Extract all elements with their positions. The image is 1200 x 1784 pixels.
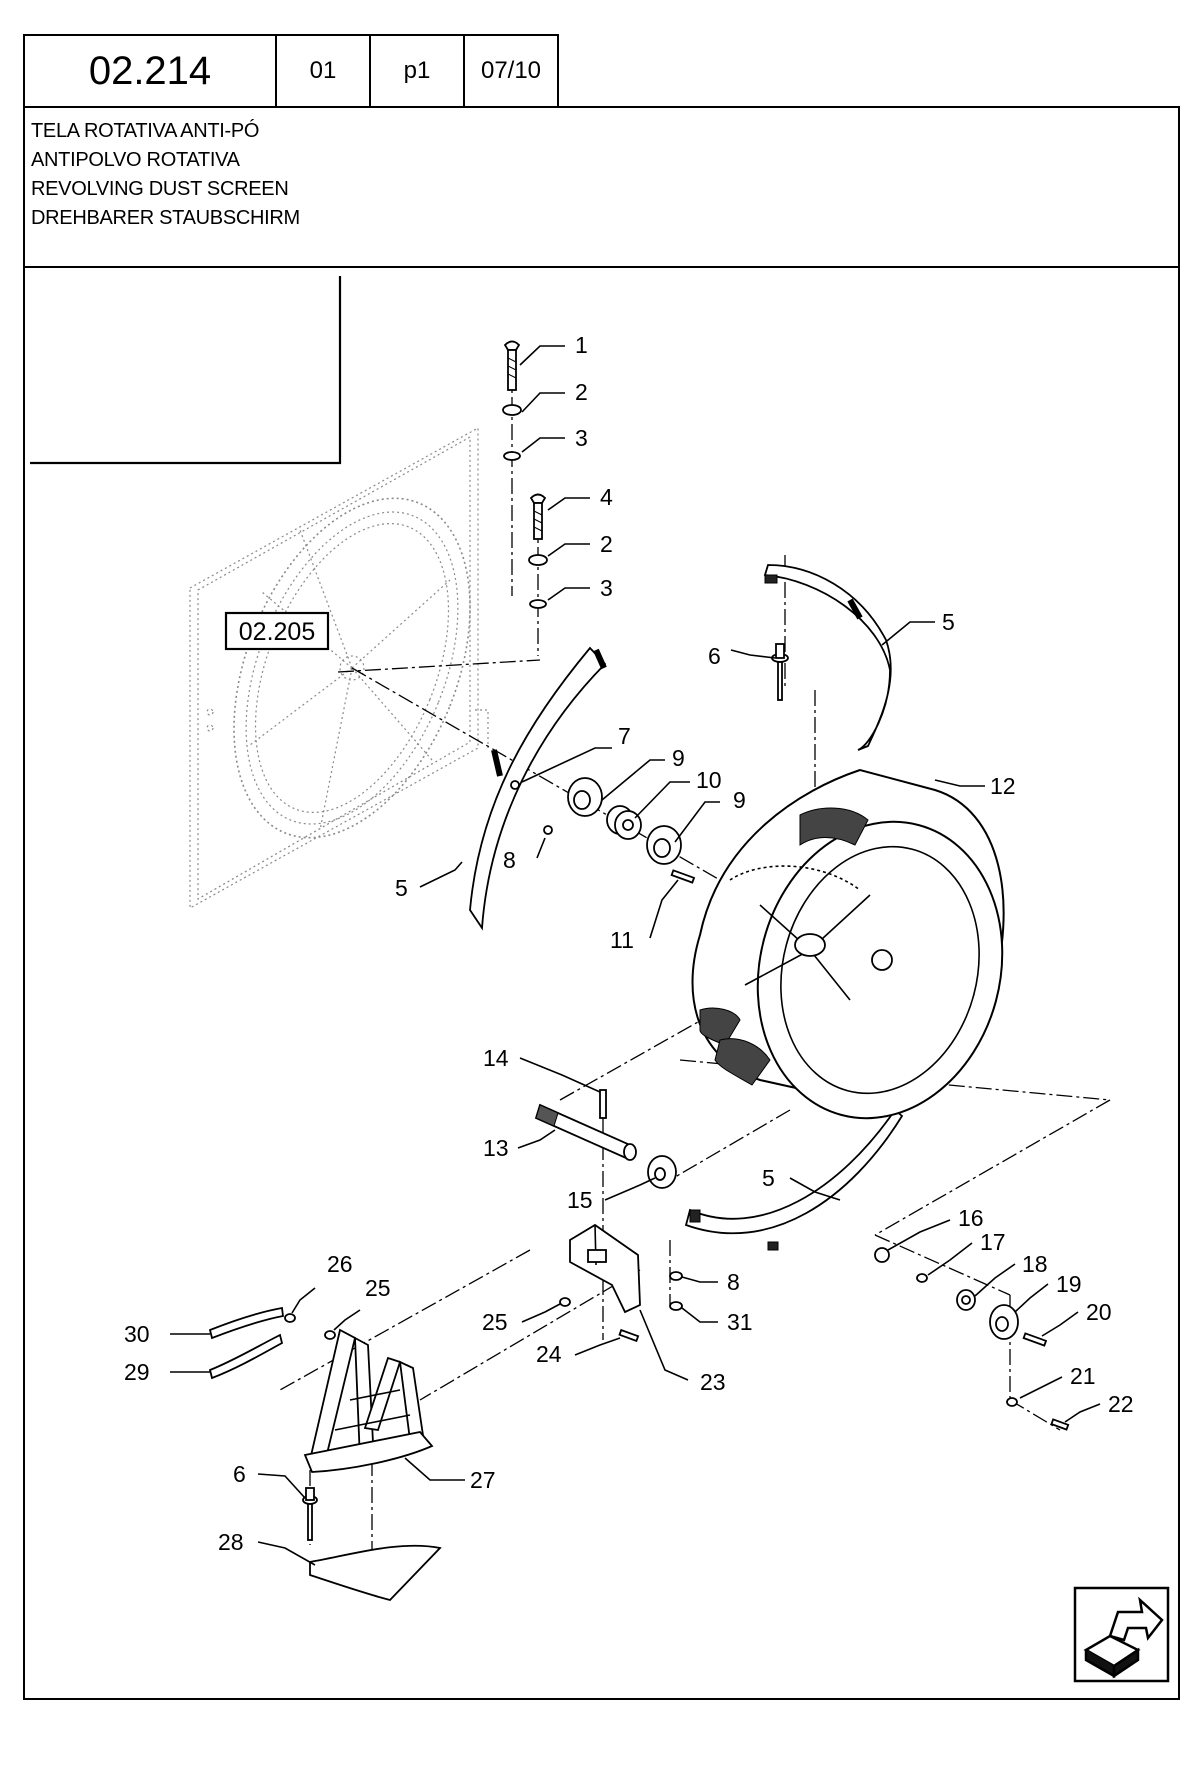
flange-15[interactable] [647,1155,677,1189]
callout-13: 13 [483,1135,509,1161]
callout-25: 25 [365,1275,391,1301]
seal-strip-5-left[interactable] [469,646,607,931]
callout-2b: 2 [600,531,613,557]
bolt-11[interactable] [670,869,696,884]
callout-11: 11 [610,927,634,953]
bushing-18[interactable] [956,1289,976,1311]
leader-lines [170,345,1101,1566]
bearing-10[interactable] [606,805,642,840]
callout-25b: 25 [482,1309,508,1335]
flange-19[interactable] [989,1304,1019,1340]
title-es: ANTIPOLVO ROTATIVA [31,149,240,171]
callout-18: 18 [1022,1251,1048,1277]
header-cell-3: 07/10 [463,34,559,108]
arrow-turn-icon[interactable] [1073,1586,1170,1683]
callout-8: 8 [503,847,516,873]
callout-1: 1 [575,332,588,358]
callout-3: 3 [575,425,588,451]
washer-21[interactable] [1006,1397,1018,1407]
callout-29: 29 [124,1359,150,1385]
callout-5-bottom: 5 [762,1165,775,1191]
callout-3b: 3 [600,575,613,601]
stand-27[interactable] [303,1328,434,1473]
wiper-30[interactable] [208,1306,284,1340]
callout-20: 20 [1086,1299,1112,1325]
callout-24: 24 [536,1341,562,1367]
washer-2b[interactable] [528,554,548,566]
washer-3[interactable] [503,451,521,461]
pin-7[interactable] [510,780,520,790]
wiper-29[interactable] [208,1333,284,1380]
callout-12: 12 [990,773,1016,799]
callout-4: 4 [600,484,613,510]
nut-16[interactable] [874,1247,890,1263]
washer-3b[interactable] [529,599,547,609]
callout-23: 23 [700,1369,726,1395]
pin-8b[interactable] [669,1271,683,1281]
callout-5-top: 5 [942,609,955,635]
callout-26: 26 [327,1251,353,1277]
rivet-6b[interactable] [302,1487,318,1541]
page-code: 02.214 [23,34,277,108]
callout-9: 9 [672,745,685,771]
bolt-1[interactable] [503,340,521,391]
callout-6: 6 [708,643,721,669]
rotating-drum-12[interactable] [691,768,1035,1146]
callout-labels: 1 2 3 4 2 3 5 6 7 9 10 9 8 5 11 12 14 13… [124,332,1134,1555]
flange-9-right[interactable] [646,825,682,865]
callout-22: 22 [1108,1391,1134,1417]
callout-2: 2 [575,379,588,405]
title-pt: TELA ROTATIVA ANTI-PÓ [31,120,260,142]
callout-7: 7 [618,723,631,749]
washer-17[interactable] [916,1273,928,1283]
callout-27: 27 [470,1467,496,1493]
callout-15: 15 [567,1187,593,1213]
flange-9-left[interactable] [567,777,603,817]
reference-box-02205[interactable]: 02.205 [224,611,330,651]
callout-19: 19 [1056,1271,1082,1297]
callout-5-left: 5 [395,875,408,901]
callout-17: 17 [980,1229,1006,1255]
title-en: REVOLVING DUST SCREEN [31,178,289,200]
callout-14: 14 [483,1045,509,1071]
washer-25[interactable] [559,1297,571,1307]
callout-8b: 8 [727,1269,740,1295]
callout-30: 30 [124,1321,150,1347]
callout-31: 31 [727,1309,753,1335]
bolt-20[interactable] [1022,1332,1048,1347]
shaft-13[interactable] [534,1103,637,1161]
pin-31[interactable] [669,1301,683,1311]
bolt-14[interactable] [599,1089,607,1119]
callout-21: 21 [1070,1363,1096,1389]
title-de: DREHBARER STAUBSCHIRM [31,207,300,229]
callout-6b: 6 [233,1461,246,1487]
pin-8[interactable] [543,825,553,835]
reference-label: 02.205 [239,618,315,646]
washer-25b[interactable] [324,1330,336,1340]
seal-strip-5-bottom[interactable] [684,1108,904,1251]
washer-2[interactable] [502,404,522,416]
bracket-23[interactable] [569,1223,641,1314]
inset-index-box [30,276,342,465]
plate-28[interactable] [309,1544,442,1601]
callout-16: 16 [958,1205,984,1231]
drawing-frame [23,266,1180,1700]
callout-10: 10 [696,767,722,793]
callout-9b: 9 [733,787,746,813]
washer-26[interactable] [284,1313,296,1323]
seal-strip-5-top[interactable] [763,564,892,751]
callout-28: 28 [218,1529,244,1555]
bolt-24[interactable] [618,1328,640,1343]
rivet-6[interactable] [771,643,789,701]
bolt-22[interactable] [1050,1418,1070,1431]
bolt-4[interactable] [529,493,547,540]
